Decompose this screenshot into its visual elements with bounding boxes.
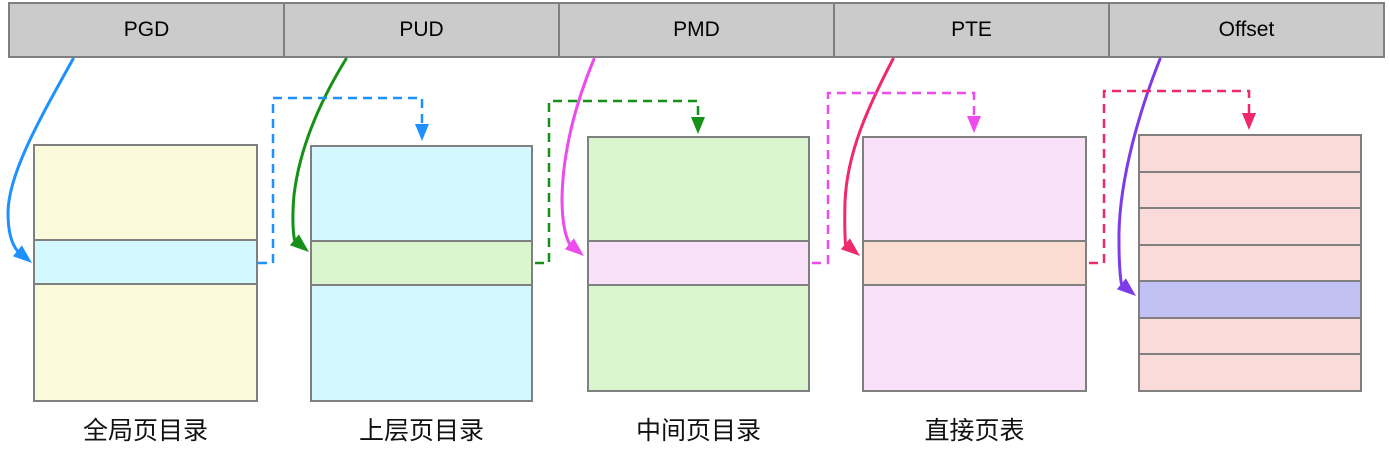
dashed-arrowhead-icon: [691, 117, 705, 134]
pgd-arrowhead-icon: [12, 245, 32, 263]
table-row: [589, 138, 808, 240]
pud-arrowhead-icon: [289, 234, 309, 252]
table-caption: 全局页目录: [82, 417, 208, 445]
table-upper-page-directory: [310, 145, 533, 402]
pmd-arrowhead-icon: [564, 238, 584, 256]
table-row: [35, 285, 256, 400]
table-row: [1140, 172, 1360, 210]
table-caption: 上层页目录: [358, 417, 484, 445]
dashed-arrowhead-icon: [967, 116, 981, 133]
segment-pud: PUD: [285, 4, 560, 56]
table-row: [312, 147, 531, 240]
virtual-address-bar: PGD PUD PMD PTE Offset: [8, 2, 1385, 58]
table-row-highlighted: [864, 240, 1085, 286]
table-row-highlighted: [35, 239, 256, 285]
table-row-highlighted: [589, 240, 808, 286]
table-row: [864, 138, 1085, 240]
offset-arrowhead-icon: [1116, 278, 1136, 296]
table-physical-page: [1138, 134, 1362, 392]
table-caption: 中间页目录: [635, 417, 761, 445]
table-row: [1140, 318, 1360, 356]
pte-arrowhead-icon: [840, 238, 860, 256]
table-row: [35, 146, 256, 239]
segment-offset: Offset: [1218, 18, 1275, 41]
table-row: [1140, 245, 1360, 283]
table-global-page-directory: [33, 144, 258, 402]
table-middle-page-directory: [587, 136, 810, 392]
dashed-arrowhead-icon: [1242, 113, 1256, 130]
table-row-highlighted: [312, 240, 531, 286]
table-row: [589, 286, 808, 390]
table-row: [1140, 209, 1360, 246]
table-row: [312, 286, 531, 400]
table-row: [1140, 136, 1360, 173]
table-row: [864, 286, 1085, 390]
dashed-arrowhead-icon: [415, 124, 429, 141]
table-row: [1140, 355, 1360, 391]
table-row-highlighted: [1140, 282, 1360, 319]
segment-pmd: PMD: [560, 4, 835, 56]
segment-pgd: PGD: [10, 4, 285, 56]
table-direct-page-table: [862, 136, 1087, 392]
table-caption: 直接页表: [924, 417, 1025, 445]
segment-pte: PTE: [835, 4, 1110, 56]
